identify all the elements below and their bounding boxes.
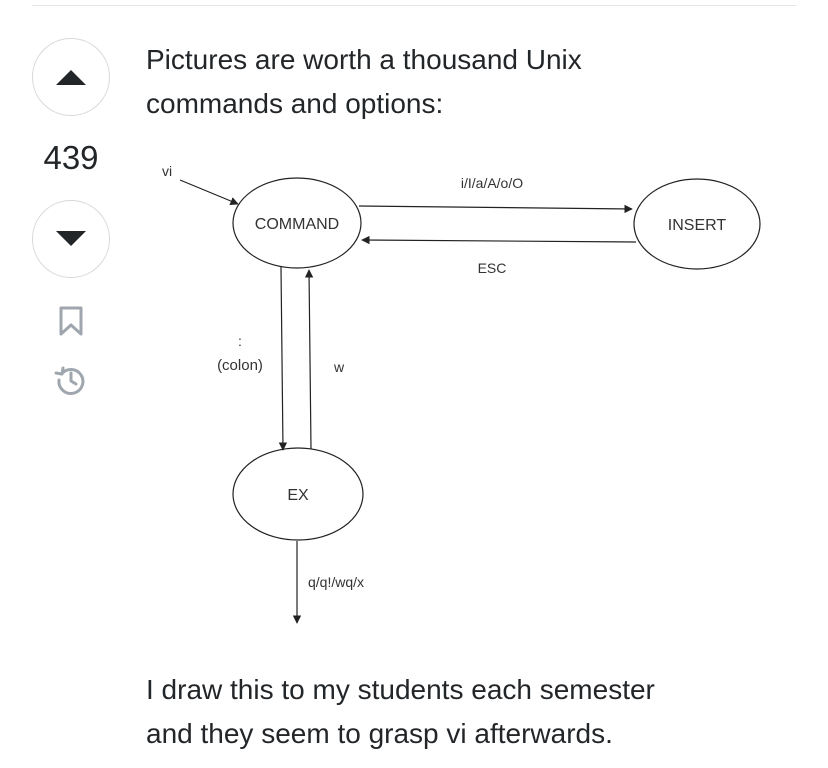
quit-keys-label: q/q!/wq/x — [308, 574, 364, 590]
history-button[interactable] — [52, 361, 90, 399]
vi-entry-arrow — [179, 179, 239, 205]
arrow-up-icon — [56, 70, 86, 85]
post-outro-text: I draw this to my students each semester… — [146, 674, 655, 749]
command-to-ex-arrow — [278, 266, 288, 451]
command-node-label: COMMAND — [255, 216, 339, 233]
command-to-insert-arrow — [358, 204, 633, 214]
insert-node-label: INSERT — [668, 217, 727, 234]
insert-node — [633, 178, 761, 270]
ex-to-command-arrow — [304, 269, 314, 450]
top-divider — [32, 5, 796, 6]
ex-node-label: EX — [287, 487, 309, 504]
upvote-button[interactable] — [32, 38, 110, 116]
bookmark-icon — [59, 306, 83, 336]
vi-label: vi — [162, 163, 172, 179]
history-icon — [54, 366, 85, 395]
esc-label: ESC — [478, 260, 507, 276]
vi-mode-diagram: vi COMMAND INSERT EX i/I/a/A/o/O ESC : (… — [162, 163, 761, 624]
post-intro-text: Pictures are worth a thousand Unix comma… — [146, 44, 582, 119]
colon-mark-label: : — [238, 333, 242, 349]
insert-to-command-arrow — [361, 235, 637, 245]
bookmark-button[interactable] — [52, 302, 90, 340]
command-node — [232, 177, 362, 269]
write-label: w — [333, 359, 345, 375]
downvote-button[interactable] — [32, 200, 110, 278]
colon-label: (colon) — [217, 357, 263, 374]
arrow-down-icon — [56, 231, 86, 246]
insert-keys-label: i/I/a/A/o/O — [461, 175, 523, 191]
ex-node — [232, 447, 364, 541]
vote-count: 439 — [43, 139, 99, 176]
